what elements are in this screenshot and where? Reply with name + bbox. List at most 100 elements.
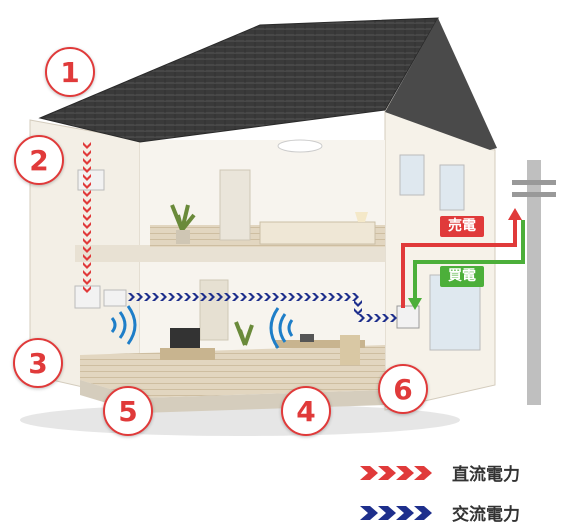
- flow-chevron: [296, 293, 303, 301]
- lamp-icon: [355, 212, 368, 222]
- flow-chevron: [224, 293, 231, 301]
- upper-door: [219, 169, 251, 241]
- ceiling-light: [277, 139, 323, 153]
- buy-tag: 買電: [440, 266, 484, 287]
- flow-chevron: [264, 293, 271, 301]
- upper-window-right: [439, 164, 465, 211]
- flow-chevron: [248, 293, 255, 301]
- marker-5: 5: [103, 386, 153, 436]
- flow-chevron: [354, 308, 362, 315]
- flow-chevron: [280, 293, 287, 301]
- laptop: [300, 334, 314, 342]
- dining-table: [275, 340, 365, 348]
- flow-chevron: [358, 314, 365, 322]
- dc-chevrons-icon: [360, 465, 432, 480]
- flow-chevron: [83, 246, 91, 253]
- plant-pot: [176, 230, 190, 244]
- power-conditioner: [74, 285, 101, 309]
- dc-flow-line: [83, 142, 91, 293]
- upper-window: [399, 154, 425, 196]
- legend-dc: 直流電力: [360, 460, 520, 485]
- marker-6: 6: [378, 364, 428, 414]
- flow-chevron: [312, 293, 319, 301]
- flow-chevron: [136, 293, 143, 301]
- flow-chevron: [168, 293, 175, 301]
- flow-chevron: [208, 293, 215, 301]
- legend-dc-label: 直流電力: [452, 465, 520, 485]
- flow-chevron: [176, 293, 183, 301]
- flow-chevron: [184, 293, 191, 301]
- flow-chevron: [288, 293, 295, 301]
- flow-chevron: [83, 278, 91, 285]
- flow-chevron: [200, 293, 207, 301]
- flow-chevron: [83, 190, 91, 197]
- flow-chevron: [336, 293, 343, 301]
- flow-chevron: [320, 293, 327, 301]
- ac-chevrons-icon: [360, 505, 432, 520]
- legend-ac-label: 交流電力: [452, 505, 520, 525]
- flow-chevron: [272, 293, 279, 301]
- marker-3: 3: [13, 338, 63, 388]
- bed: [259, 221, 376, 245]
- flow-chevron: [83, 174, 91, 181]
- flow-chevron: [144, 293, 151, 301]
- flow-chevron: [382, 314, 389, 322]
- flow-chevron: [83, 150, 91, 157]
- upper-floor: [75, 245, 385, 262]
- flow-chevron: [83, 262, 91, 269]
- sell-arrow: [401, 218, 517, 308]
- pole-crossarm: [512, 180, 556, 185]
- flow-chevron: [152, 293, 159, 301]
- roof-edge: [385, 18, 497, 150]
- distribution-board: [103, 289, 127, 307]
- flow-chevron: [390, 314, 397, 322]
- flow-chevron: [216, 293, 223, 301]
- wifi-signal-left: [110, 305, 137, 345]
- flow-chevron: [344, 293, 351, 301]
- flow-chevron: [83, 214, 91, 221]
- flow-chevron: [366, 314, 373, 322]
- flow-chevron: [83, 270, 91, 277]
- flow-chevron: [128, 293, 135, 301]
- wifi-signal-right: [269, 307, 294, 349]
- flow-chevron: [83, 286, 91, 293]
- flow-chevron: [240, 293, 247, 301]
- power-meter: [396, 305, 420, 329]
- flow-chevron: [304, 293, 311, 301]
- junction-box: [77, 169, 105, 191]
- flow-chevron: [352, 293, 359, 301]
- flow-chevron: [256, 293, 263, 301]
- flow-chevron: [83, 198, 91, 205]
- flow-chevron: [83, 222, 91, 229]
- plant-lower-icon: [234, 321, 254, 346]
- flow-chevron: [83, 158, 91, 165]
- tv-stand: [160, 348, 215, 360]
- marker-1: 1: [45, 47, 95, 97]
- flow-chevron: [160, 293, 167, 301]
- sell-tag: 売電: [440, 216, 484, 237]
- flow-chevron: [374, 314, 381, 322]
- buy-arrow: [413, 220, 525, 300]
- ac-flow-line: [128, 293, 397, 322]
- flow-chevron: [83, 206, 91, 213]
- tv: [170, 328, 200, 348]
- flow-chevron: [83, 254, 91, 261]
- flow-chevron: [232, 293, 239, 301]
- flow-chevron: [83, 182, 91, 189]
- flow-chevron: [83, 142, 91, 149]
- flow-chevron: [83, 230, 91, 237]
- lower-door: [199, 279, 229, 341]
- marker-2: 2: [14, 135, 64, 185]
- marker-4: 4: [281, 386, 331, 436]
- flow-chevron: [328, 293, 335, 301]
- plant-icon: [170, 204, 196, 232]
- flow-chevron: [83, 238, 91, 245]
- flow-chevron: [192, 293, 199, 301]
- pole-crossarm-2: [512, 192, 556, 197]
- buy-arrowhead: [408, 298, 422, 310]
- flow-chevron: [354, 300, 362, 307]
- flow-chevron: [83, 166, 91, 173]
- lower-window: [429, 274, 481, 351]
- legend-ac: 交流電力: [360, 500, 520, 525]
